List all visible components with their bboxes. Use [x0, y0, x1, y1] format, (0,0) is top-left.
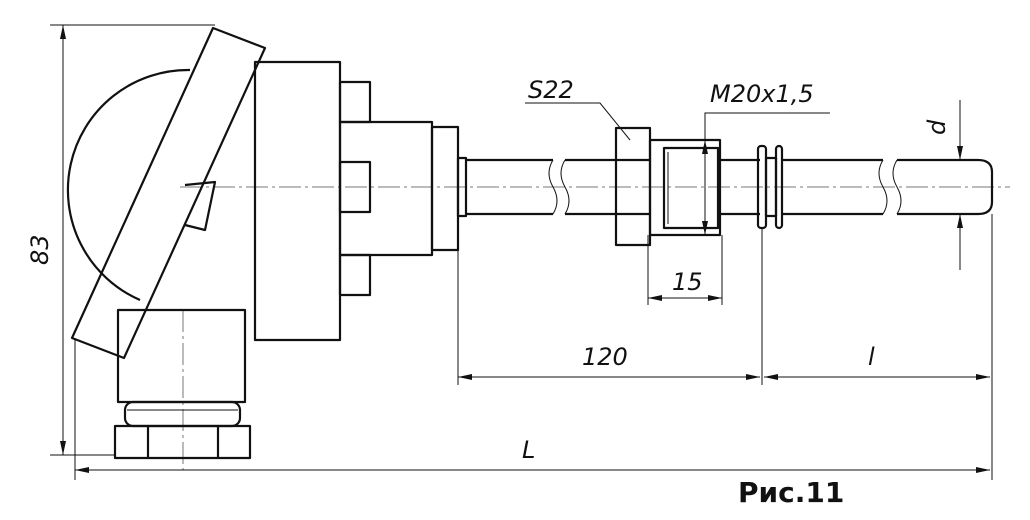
- dimension-L: L: [74, 340, 990, 480]
- label-l: l: [868, 343, 875, 371]
- dimension-83: 83: [26, 24, 215, 456]
- head-dome: [66, 68, 191, 302]
- label-m20x15: M20x1,5: [710, 80, 814, 108]
- neck-nut: [430, 125, 460, 252]
- head-lug-top: [338, 80, 372, 124]
- dimension-15: 15: [647, 235, 723, 305]
- label-83: 83: [26, 234, 54, 265]
- dimension-l: l: [764, 214, 993, 480]
- terminal-head: [66, 26, 468, 360]
- cable-gland: [113, 308, 252, 460]
- head-neck: [338, 120, 434, 257]
- leader-s22: S22: [525, 76, 631, 141]
- label-15: 15: [672, 268, 703, 296]
- head-lug-bottom: [338, 253, 372, 297]
- dimension-d: d: [923, 100, 963, 270]
- cover-latch: [184, 180, 217, 232]
- sheath-tube: [466, 126, 994, 247]
- leader-thread: M20x1,5: [702, 80, 830, 235]
- label-d: d: [923, 119, 951, 135]
- label-s22: S22: [528, 76, 574, 104]
- threaded-fitting: [648, 138, 722, 237]
- label-120: 120: [582, 343, 628, 371]
- dimension-120: 120: [457, 228, 763, 385]
- figure-caption: Рис.11: [738, 476, 845, 509]
- head-body: [253, 60, 342, 342]
- head-cover: [70, 26, 267, 360]
- label-L: L: [522, 436, 535, 464]
- neck-collar: [456, 156, 468, 218]
- probe-tip: [897, 158, 994, 216]
